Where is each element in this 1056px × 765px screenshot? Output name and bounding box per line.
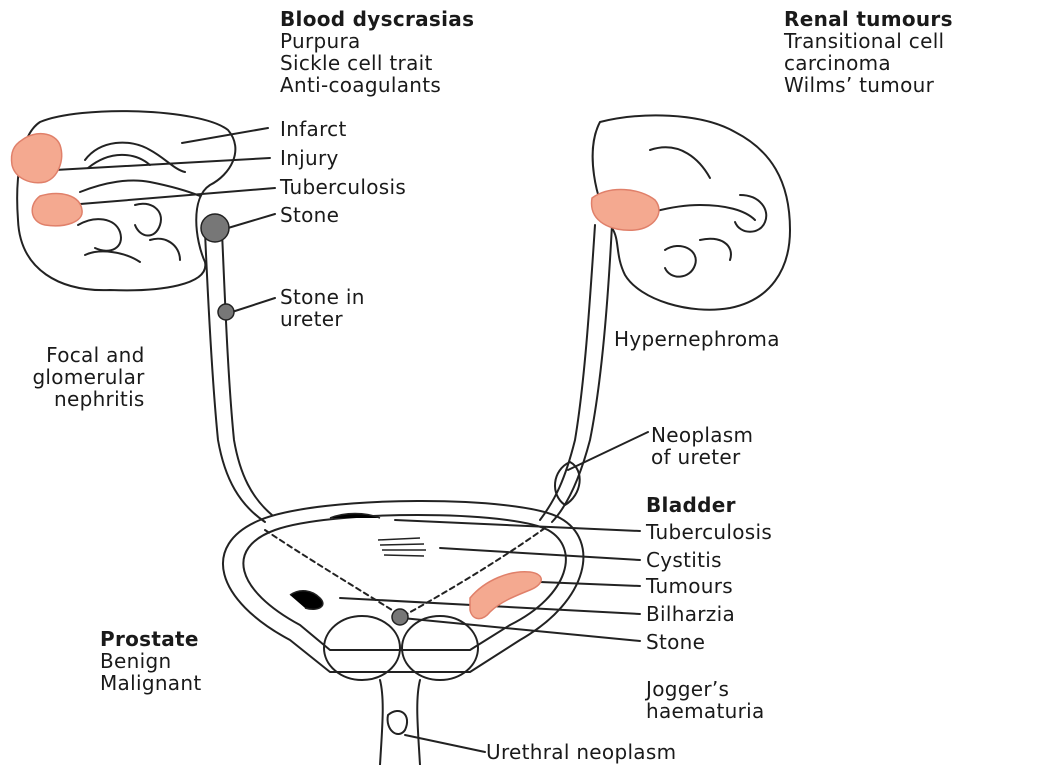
bladder-item-bilharzia: Bilharzia bbox=[646, 603, 735, 626]
bladder-tuberculosis-mark bbox=[330, 514, 380, 519]
label-urethral-neoplasm: Urethral neoplasm bbox=[486, 741, 676, 764]
bladder-stone bbox=[392, 609, 408, 625]
renal-tumours-item: carcinoma bbox=[784, 52, 953, 74]
left-ureter bbox=[205, 232, 265, 522]
blood-dyscrasias-group: Blood dyscrasias Purpura Sickle cell tra… bbox=[280, 8, 474, 96]
nephritis-line: glomerular bbox=[22, 366, 145, 388]
prostate-item: Benign bbox=[100, 650, 201, 672]
blood-dyscrasias-heading: Blood dyscrasias bbox=[280, 8, 474, 30]
prostate-right-lobe bbox=[402, 616, 478, 680]
bladder-item-tumours: Tumours bbox=[646, 575, 733, 598]
stone-in-ureter-line: ureter bbox=[280, 308, 365, 330]
bladder-heading: Bladder bbox=[646, 494, 736, 517]
label-injury: Injury bbox=[280, 147, 339, 170]
label-tuberculosis: Tuberculosis bbox=[280, 176, 406, 199]
label-infarct: Infarct bbox=[280, 118, 347, 141]
label-joggers-haematuria: Jogger’s haematuria bbox=[646, 678, 765, 722]
cystitis-mark bbox=[378, 538, 426, 556]
neoplasm-of-ureter-line: Neoplasm bbox=[651, 424, 753, 446]
renal-tumours-heading: Renal tumours bbox=[784, 8, 953, 30]
urethral-neoplasm bbox=[388, 711, 408, 734]
bladder-item-tuberculosis: Tuberculosis bbox=[646, 521, 772, 544]
label-stone-in-ureter: Stone in ureter bbox=[280, 286, 365, 330]
bladder-item-stone: Stone bbox=[646, 631, 705, 654]
prostate-left-lobe bbox=[324, 616, 400, 680]
label-stone: Stone bbox=[280, 204, 339, 227]
label-nephritis: Focal and glomerular nephritis bbox=[22, 344, 145, 410]
stone-in-ureter-line: Stone in bbox=[280, 286, 365, 308]
right-ureter bbox=[540, 225, 595, 520]
prostate-item: Malignant bbox=[100, 672, 201, 694]
blood-dyscrasias-item: Anti-coagulants bbox=[280, 74, 474, 96]
renal-tumours-item: Wilms’ tumour bbox=[784, 74, 953, 96]
joggers-line: Jogger’s bbox=[646, 678, 765, 700]
bladder-tumour bbox=[470, 572, 541, 619]
neoplasm-of-ureter-line: of ureter bbox=[651, 446, 753, 468]
renal-tumours-group: Renal tumours Transitional cell carcinom… bbox=[784, 8, 953, 96]
left-kidney-infarct bbox=[11, 134, 61, 183]
prostate-heading: Prostate bbox=[100, 628, 201, 650]
kidney-stone bbox=[201, 214, 229, 242]
joggers-line: haematuria bbox=[646, 700, 765, 722]
ureter-stone bbox=[218, 304, 234, 320]
bilharzia-mark bbox=[290, 591, 323, 610]
blood-dyscrasias-item: Purpura bbox=[280, 30, 474, 52]
prostate-group: Prostate Benign Malignant bbox=[100, 628, 201, 694]
left-kidney-tuberculosis bbox=[32, 194, 82, 226]
label-neoplasm-of-ureter: Neoplasm of ureter bbox=[651, 424, 753, 468]
hypernephroma-mass bbox=[592, 190, 659, 231]
urethra bbox=[380, 680, 383, 765]
blood-dyscrasias-item: Sickle cell trait bbox=[280, 52, 474, 74]
nephritis-line: Focal and bbox=[22, 344, 145, 366]
label-hypernephroma: Hypernephroma bbox=[614, 328, 780, 351]
nephritis-line: nephritis bbox=[22, 388, 145, 410]
bladder-item-cystitis: Cystitis bbox=[646, 549, 722, 572]
renal-tumours-item: Transitional cell bbox=[784, 30, 953, 52]
